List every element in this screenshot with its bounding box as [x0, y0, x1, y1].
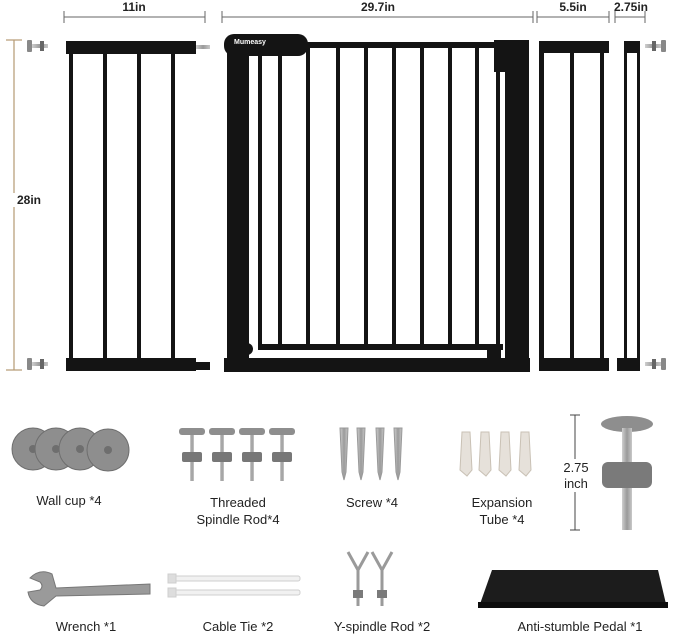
left-wall-spindles	[27, 40, 48, 370]
dim-5-5in: 5.5in	[559, 0, 587, 14]
cable-tie-icon	[167, 573, 301, 598]
caption-spindle-line2: Spindle Rod*4	[196, 512, 280, 527]
caption-spindle-line1: Threaded	[210, 495, 266, 510]
dim-2-75in: 2.75in	[613, 0, 649, 14]
dim-29-7in: 29.7in	[360, 0, 396, 14]
dim-28in: 28in	[12, 193, 46, 207]
threaded-spindle-rod-icon	[179, 428, 295, 481]
wall-cup-icon	[11, 427, 130, 472]
extension-5-5in	[539, 41, 609, 371]
adjust-rod-icon	[570, 414, 653, 531]
y-spindle-rod-icon	[346, 551, 394, 606]
rod-size-line1: 2.75	[556, 459, 596, 476]
caption-expansion-line1: Expansion	[471, 495, 533, 510]
wrench-icon	[27, 571, 151, 607]
extension-2-75in	[617, 41, 640, 371]
caption-cable-tie: Cable Tie *2	[202, 619, 274, 634]
screw-icon	[339, 427, 403, 481]
main-gate	[224, 34, 530, 372]
dim-11in: 11in	[122, 0, 146, 14]
caption-y-spindle: Y-spindle Rod *2	[333, 619, 431, 634]
caption-wall-cup: Wall cup *4	[36, 493, 102, 508]
caption-screw: Screw *4	[345, 495, 399, 510]
right-wall-spindles	[645, 40, 666, 370]
dimension-lines	[63, 11, 646, 23]
brand-logo: Mumeasy	[234, 39, 266, 46]
caption-pedal: Anti-stumble Pedal *1	[517, 619, 643, 634]
expansion-tube-icon	[459, 431, 532, 477]
rod-size-line2: inch	[556, 475, 596, 492]
caption-wrench: Wrench *1	[55, 619, 117, 634]
caption-expansion-line2: Tube *4	[479, 512, 525, 527]
pedal-icon	[478, 570, 668, 608]
extension-11in	[66, 41, 210, 371]
